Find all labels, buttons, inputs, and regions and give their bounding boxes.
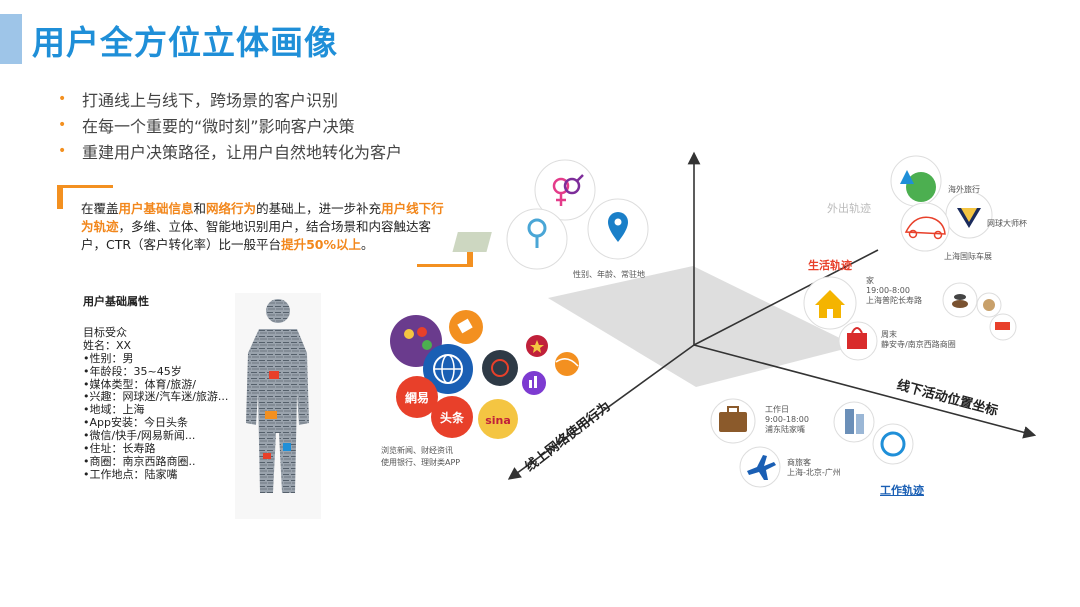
- bullet-text: 打通线上与线下，跨场景的客户识别: [82, 91, 339, 110]
- toutiao-app-icon: [431, 396, 473, 438]
- callout-segment: 。: [360, 237, 374, 252]
- sina-logo-text: sina: [485, 414, 511, 427]
- attribute-item: •商圈：南京西路商圈..: [83, 454, 196, 468]
- netease-app-icon: [396, 376, 438, 418]
- user-attributes: 用户基础属性 目标受众 姓名：XX •性别：男 •年龄段：35~45岁 •媒体类…: [83, 295, 229, 482]
- callout-segment: ，多维、立体、智能地识别用户，结合场景和内容触达客户，CTR（客户转化率）比一般…: [81, 219, 432, 252]
- location-pin-icon: [587, 198, 649, 260]
- workday-label-line: 工作日: [765, 405, 789, 414]
- work-icons: [710, 398, 914, 488]
- callout-left-bracket: [57, 185, 113, 209]
- app-caption-line: 浏览新闻、财经资讯: [381, 446, 453, 455]
- app-caption-line: 使用银行、理财类APP: [381, 458, 461, 467]
- callout-text: 在覆盖用户基础信息和网络行为的基础上，进一步补充用户线下行为轨迹，多维、立体、智…: [81, 200, 453, 254]
- attribute-item: •性别：男: [83, 351, 134, 365]
- callout-right-bracket: [417, 243, 473, 267]
- bullet-item: • 打通线上与线下，跨场景的客户识别: [58, 86, 402, 112]
- projection-plane: [548, 266, 856, 387]
- attribute-item: 目标受众: [83, 325, 127, 339]
- sina-app-icon: [478, 399, 518, 439]
- basic-info-caption: 性别、年龄、常驻地: [573, 270, 645, 279]
- callout-highlight: 提升50%以上: [281, 237, 361, 252]
- bullet-dot-icon: •: [58, 117, 67, 133]
- ball-app-icon: [555, 352, 579, 376]
- compass-app-icon: [482, 350, 518, 386]
- attribute-item: •地域：上海: [83, 403, 145, 417]
- bullet-text: 重建用户决策路径，让用户自然地转化为客户: [82, 143, 403, 162]
- person-silhouette-icon: [246, 299, 309, 493]
- callout-segment: 和: [193, 201, 207, 216]
- attribute-item: •工作地点：陆家嘴: [83, 467, 178, 481]
- title-accent-bar: [0, 14, 22, 64]
- attribute-item: •App安装：今日头条: [83, 416, 188, 430]
- home-label-line: 19:00-8:00: [866, 286, 910, 295]
- attribute-item: •兴趣：网球迷/汽车迷/旅游...: [83, 390, 229, 404]
- callout-highlight: 用户基础信息: [118, 201, 194, 216]
- home-label-line: 家: [866, 276, 874, 285]
- overseas-track-title: 外出轨迹: [827, 202, 871, 215]
- business-trip-label-line: 上海-北京-广州: [787, 468, 841, 477]
- bullet-dot-icon: •: [58, 91, 67, 107]
- gender-icon: [534, 159, 596, 221]
- attribute-item: •住址：长寿路: [83, 442, 156, 456]
- app-icons-cluster: 網易 头条 sina: [390, 310, 579, 439]
- auto-show-label: 上海国际车展: [944, 252, 992, 261]
- callout-highlight: 用户线下行为轨迹: [81, 201, 444, 234]
- callout-highlight: 网络行为: [206, 201, 257, 216]
- user-silhouette-figure: [235, 293, 321, 519]
- toutiao-logo-text: 头条: [440, 410, 465, 425]
- life-icons: [803, 276, 1017, 361]
- weekend-label-line: 周末: [881, 330, 897, 339]
- map-icon: [452, 208, 568, 270]
- workday-label-line: 浦东陆家嘴: [765, 425, 805, 434]
- home-label-line: 上海普陀长寿路: [866, 296, 922, 305]
- attribute-item: •微信/快手/网易新闻...: [83, 429, 196, 443]
- weekend-label-line: 静安寺/南京西路商圈: [881, 340, 956, 349]
- overseas-travel-label: 海外旅行: [948, 185, 980, 194]
- bullet-list: • 打通线上与线下，跨场景的客户识别 • 在每一个重要的“微时刻”影响客户决策 • 重…: [58, 86, 402, 164]
- work-track-title: 工作轨迹: [880, 484, 924, 497]
- tennis-cup-label: 网球大师杯: [987, 219, 1027, 228]
- bullet-dot-icon: •: [58, 143, 67, 159]
- business-trip-label-line: 商旅客: [787, 458, 811, 467]
- online-axis: [507, 344, 695, 480]
- workday-label-line: 9:00-18:00: [765, 415, 809, 424]
- life-track-title: 生活轨迹: [808, 259, 852, 272]
- netease-logo-text: 網易: [405, 390, 429, 405]
- offline-axis: [693, 344, 1037, 439]
- attributes-heading: 用户基础属性: [83, 295, 149, 308]
- bullet-text: 在每一个重要的“微时刻”影响客户决策: [82, 117, 355, 136]
- bullet-item: • 重建用户决策路径，让用户自然地转化为客户: [58, 138, 402, 164]
- callout-segment: 的基础上，进一步补充: [256, 201, 382, 216]
- attribute-item: 姓名：XX: [83, 338, 132, 352]
- depth-axis: [693, 249, 879, 346]
- callout-box: 在覆盖用户基础信息和网络行为的基础上，进一步补充用户线下行为轨迹，多维、立体、智…: [57, 185, 473, 267]
- page-title: 用户全方位立体画像: [32, 23, 338, 62]
- attribute-item: •年龄段：35~45岁: [83, 364, 182, 378]
- callout-segment: 在覆盖: [81, 201, 119, 216]
- bullet-item: • 在每一个重要的“微时刻”影响客户决策: [58, 112, 402, 138]
- plate-icon: [872, 423, 914, 465]
- attribute-item: •媒体类型：体育/旅游/: [83, 377, 196, 391]
- overseas-icons: [890, 155, 993, 252]
